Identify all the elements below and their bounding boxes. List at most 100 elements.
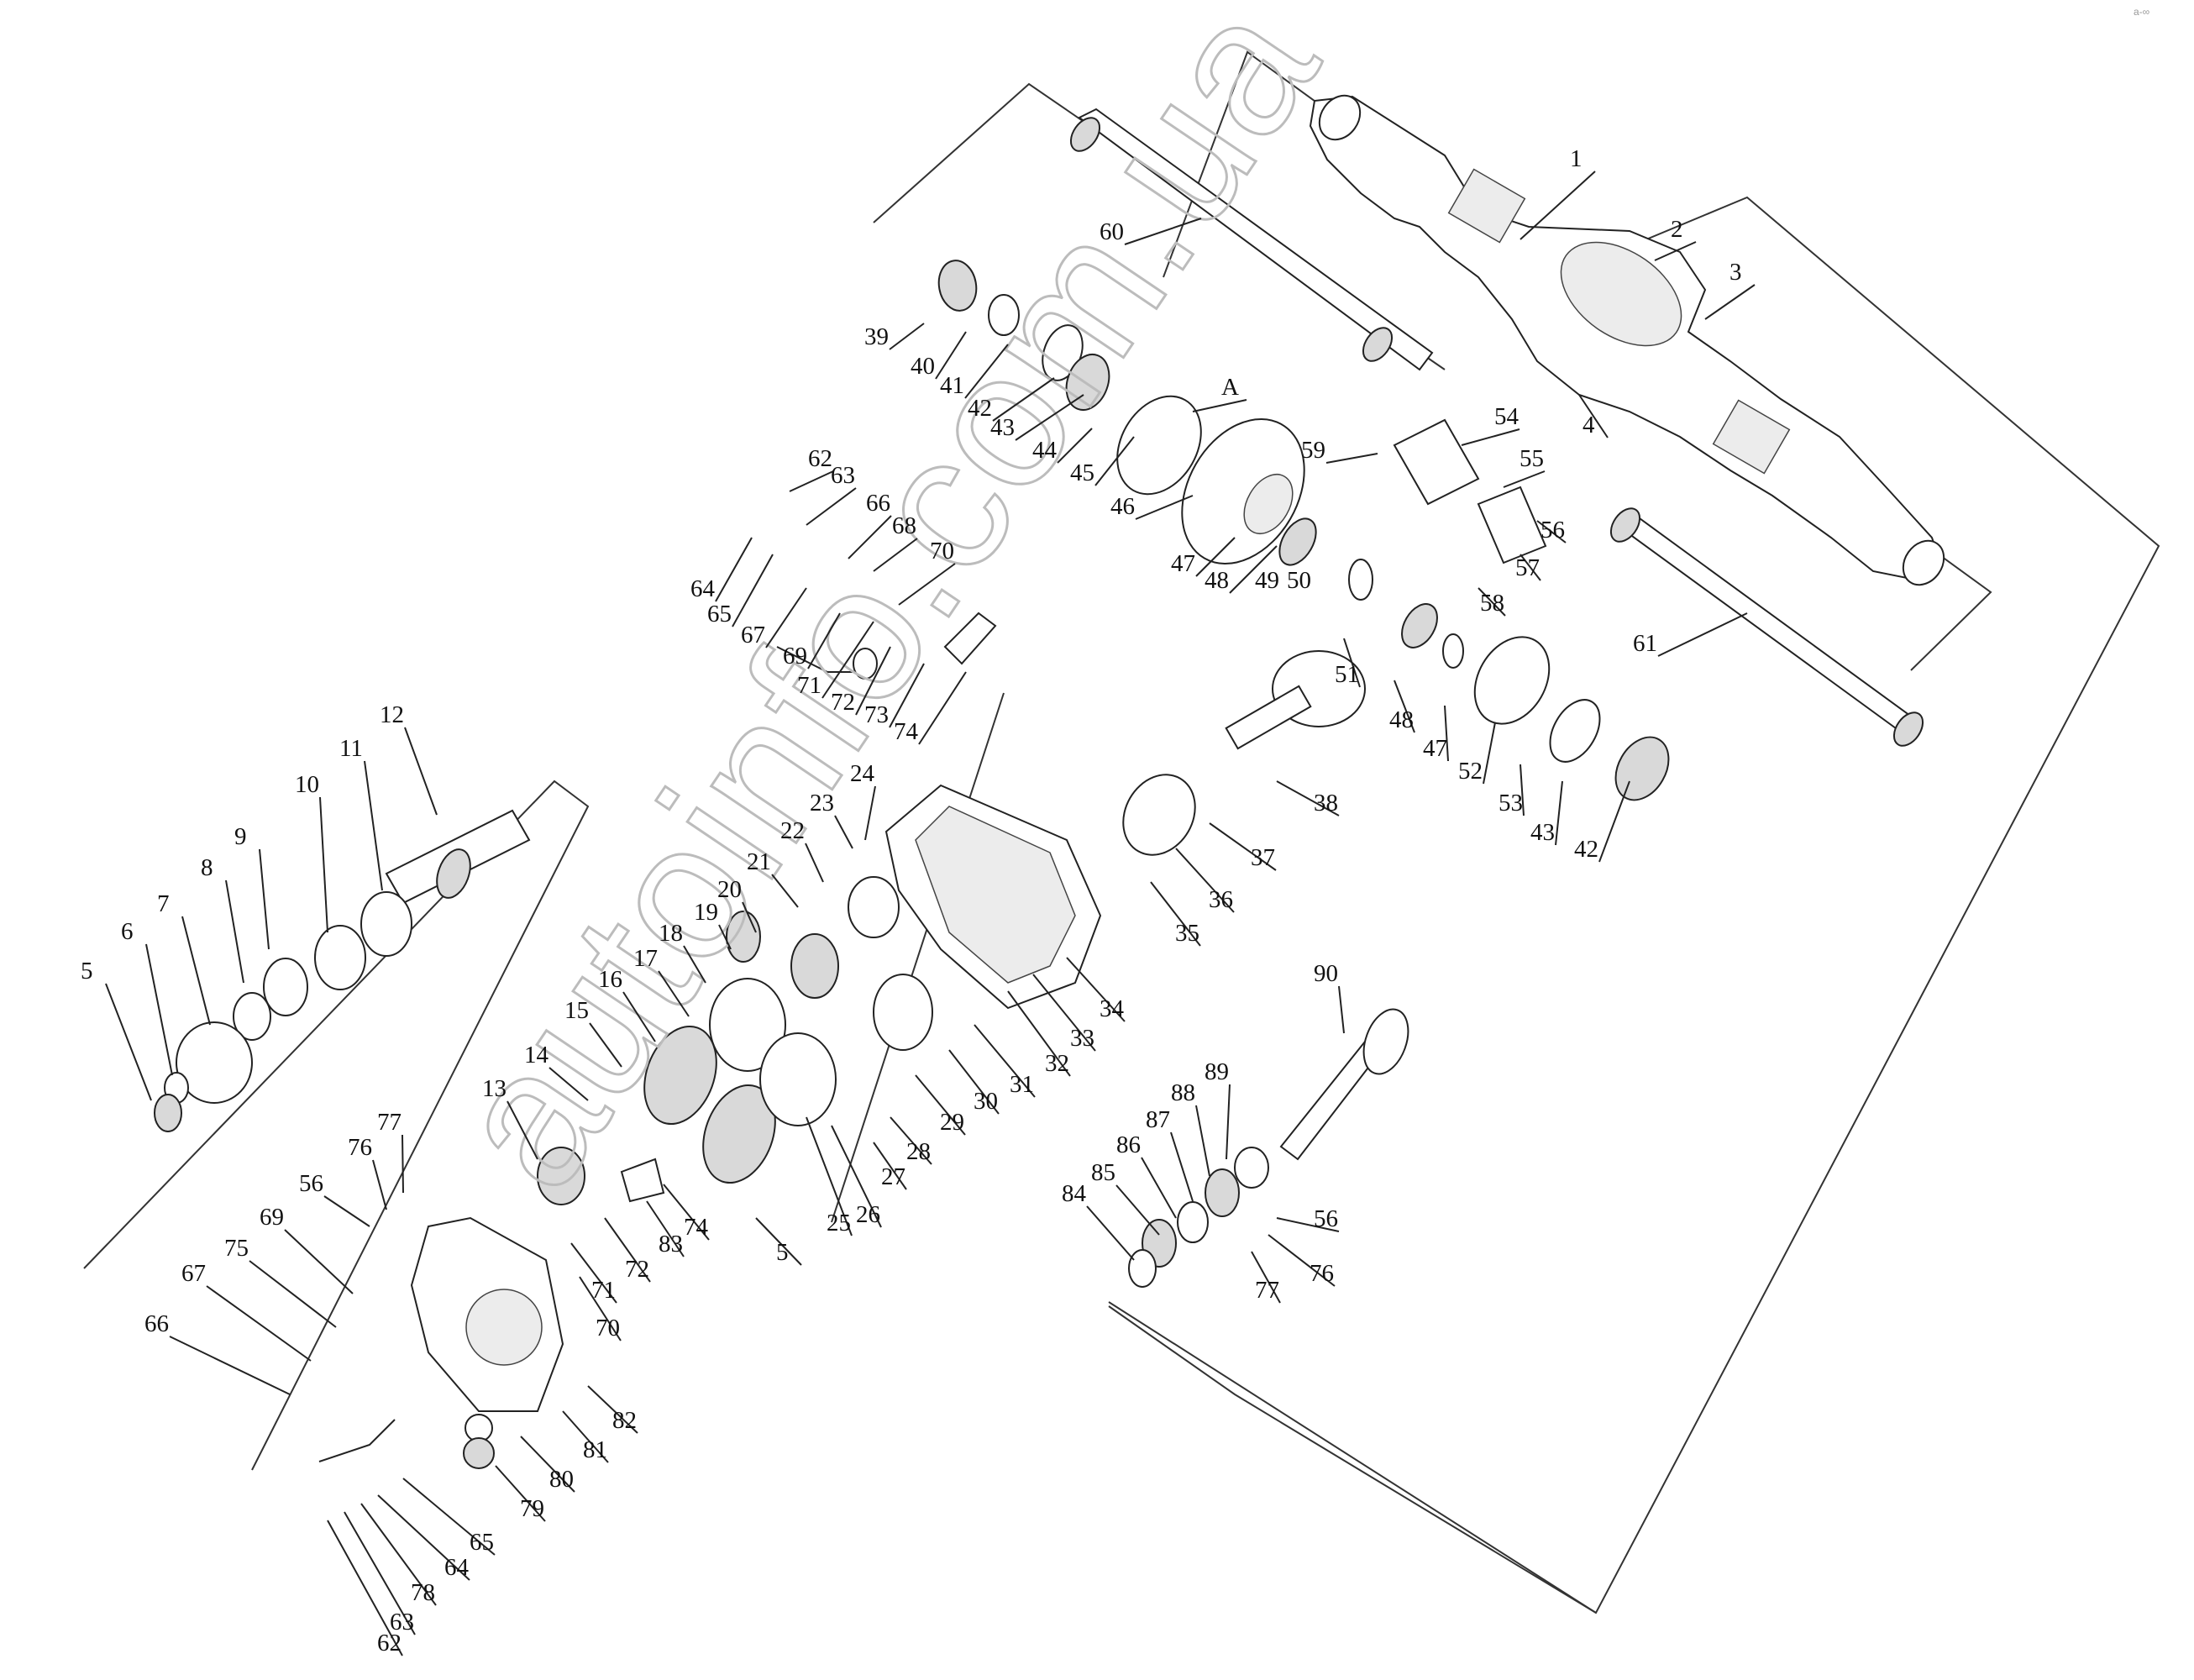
callout-74: 74: [684, 1214, 709, 1241]
callout-48: 48: [1205, 567, 1229, 594]
leader-line-80: [520, 1436, 575, 1493]
leader-line-29: [915, 1074, 966, 1136]
leader-line-71: [821, 621, 874, 699]
leader-line-56: [323, 1195, 370, 1227]
leader-line-7: [181, 916, 211, 1026]
callout-62: 62: [377, 1630, 402, 1656]
callout-68: 68: [892, 512, 916, 539]
leader-line-51: [1343, 638, 1361, 688]
callout-81: 81: [583, 1436, 607, 1463]
callout-5: 5: [776, 1239, 789, 1266]
callout-30: 30: [974, 1088, 998, 1115]
leader-line-88: [1195, 1105, 1210, 1177]
leader-line-89: [1226, 1084, 1231, 1160]
callout-10: 10: [295, 771, 319, 798]
leader-line-65: [732, 554, 774, 627]
leader-line-45: [1094, 436, 1135, 486]
callout-41: 41: [940, 372, 964, 399]
callout-69: 69: [783, 643, 807, 669]
leader-line-59: [1325, 453, 1378, 464]
leader-line-57: [1520, 554, 1541, 581]
leader-line-11: [364, 760, 383, 891]
callout-84: 84: [1062, 1180, 1087, 1207]
callout-49: 49: [1255, 567, 1279, 594]
callout-29: 29: [940, 1109, 964, 1136]
leader-line-69: [284, 1229, 354, 1294]
leader-line-69: [807, 612, 841, 669]
leader-line-71: [570, 1242, 617, 1304]
leader-line-61: [1657, 612, 1748, 657]
callout-52: 52: [1458, 758, 1483, 785]
leader-line-63: [344, 1511, 416, 1635]
axle-housing: [1309, 94, 1945, 586]
callout-9: 9: [234, 823, 247, 850]
callout-74: 74: [894, 718, 919, 745]
leader-line-62: [789, 470, 834, 492]
leader-line-19: [718, 924, 732, 950]
callout-11: 11: [339, 735, 363, 762]
callout-72: 72: [625, 1256, 649, 1283]
corner-mark: a-∞: [2134, 6, 2149, 18]
leader-line-72: [604, 1217, 651, 1283]
callout-77: 77: [377, 1109, 402, 1136]
callout-20: 20: [717, 876, 742, 903]
callout-32: 32: [1045, 1050, 1069, 1077]
leader-line-8: [225, 879, 244, 984]
leader-line-55: [1503, 470, 1546, 488]
leader-line-87: [1170, 1131, 1194, 1202]
callout-48: 48: [1389, 706, 1414, 733]
callout-70: 70: [930, 538, 954, 564]
leader-line-66: [848, 515, 892, 559]
leader-line-44: [1057, 428, 1093, 464]
callout-17: 17: [633, 945, 658, 972]
gear-cluster: [643, 876, 933, 1184]
leader-line-38: [1276, 780, 1340, 816]
leader-line-52: [1483, 722, 1496, 785]
leader-line-72: [855, 646, 891, 716]
leader-line-28: [890, 1116, 932, 1165]
callout-34: 34: [1100, 995, 1125, 1022]
leader-line-34: [1066, 957, 1126, 1022]
callout-51: 51: [1335, 661, 1359, 688]
leader-line-65: [402, 1478, 496, 1556]
callout-47: 47: [1423, 735, 1447, 762]
callout-85: 85: [1091, 1159, 1115, 1186]
callout-45: 45: [1070, 459, 1094, 486]
callout-37: 37: [1251, 844, 1275, 871]
leader-line-39: [889, 323, 925, 350]
callout-61: 61: [1633, 630, 1657, 657]
shift-forks: [318, 418, 1547, 1462]
leader-line-10: [319, 796, 328, 933]
callout-35: 35: [1175, 920, 1199, 947]
leader-line-81: [562, 1410, 609, 1463]
leader-line-1: [1520, 171, 1596, 240]
callout-23: 23: [810, 790, 834, 816]
leader-line-68: [873, 538, 918, 572]
differential-parts: [937, 260, 1670, 801]
callout-6: 6: [121, 918, 134, 945]
leader-line-15: [589, 1022, 622, 1068]
leader-line-62: [327, 1520, 403, 1656]
callout-25: 25: [827, 1210, 851, 1236]
callout-3: 3: [1729, 259, 1742, 286]
leader-line-17: [658, 970, 690, 1017]
leader-line-79: [495, 1465, 546, 1522]
callout-43: 43: [990, 414, 1015, 441]
callout-12: 12: [380, 701, 404, 728]
leader-line-25: [806, 1116, 853, 1236]
leader-line-3: [1704, 284, 1756, 320]
callout-56: 56: [1314, 1205, 1338, 1232]
callout-65: 65: [707, 601, 732, 627]
leader-line-64: [715, 537, 753, 602]
leader-line-5: [755, 1217, 802, 1266]
callout-66: 66: [866, 490, 890, 517]
leader-line-48: [1229, 545, 1278, 594]
leader-line-58: [1478, 587, 1506, 617]
callout-56: 56: [1541, 517, 1565, 543]
leader-line-30: [948, 1049, 1000, 1115]
callout-18: 18: [659, 920, 683, 947]
callout-5: 5: [81, 958, 93, 984]
callout-64: 64: [690, 575, 716, 602]
callout-33: 33: [1070, 1025, 1094, 1052]
callout-60: 60: [1100, 218, 1124, 245]
